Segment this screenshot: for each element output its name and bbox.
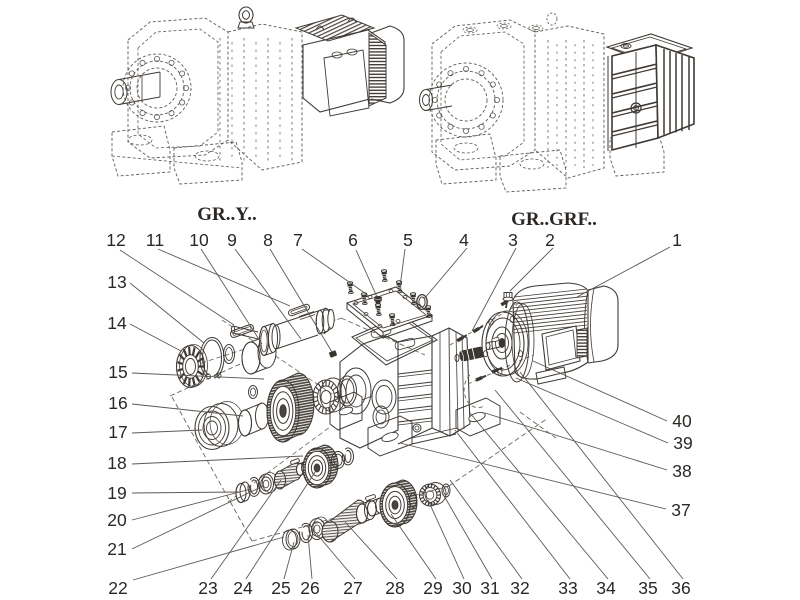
svg-text:34: 34 xyxy=(596,578,616,598)
svg-text:38: 38 xyxy=(672,461,691,481)
svg-text:13: 13 xyxy=(107,272,126,292)
svg-text:24: 24 xyxy=(233,578,253,598)
svg-text:30: 30 xyxy=(452,578,472,598)
svg-text:37: 37 xyxy=(671,500,690,520)
svg-text:GR..GRF..: GR..GRF.. xyxy=(511,209,597,230)
svg-text:33: 33 xyxy=(558,578,577,598)
svg-text:8: 8 xyxy=(263,230,273,250)
svg-text:40: 40 xyxy=(672,411,692,431)
svg-text:26: 26 xyxy=(300,578,319,598)
svg-text:7: 7 xyxy=(293,230,303,250)
svg-text:23: 23 xyxy=(198,578,217,598)
svg-text:5: 5 xyxy=(403,230,413,250)
svg-text:20: 20 xyxy=(107,510,127,530)
svg-text:35: 35 xyxy=(638,578,657,598)
svg-text:1: 1 xyxy=(672,230,682,250)
svg-text:GR..Y..: GR..Y.. xyxy=(197,204,256,225)
svg-text:32: 32 xyxy=(510,578,529,598)
svg-text:12: 12 xyxy=(106,230,125,250)
svg-text:25: 25 xyxy=(271,578,290,598)
svg-text:28: 28 xyxy=(385,578,404,598)
svg-text:18: 18 xyxy=(107,453,126,473)
svg-text:16: 16 xyxy=(108,393,127,413)
svg-text:39: 39 xyxy=(673,433,692,453)
svg-text:15: 15 xyxy=(108,362,127,382)
svg-text:3: 3 xyxy=(508,230,518,250)
svg-text:10: 10 xyxy=(189,230,209,250)
svg-text:19: 19 xyxy=(107,483,126,503)
svg-text:6: 6 xyxy=(348,230,358,250)
svg-text:31: 31 xyxy=(480,578,499,598)
svg-text:9: 9 xyxy=(227,230,237,250)
svg-text:21: 21 xyxy=(107,539,126,559)
svg-text:36: 36 xyxy=(671,578,690,598)
svg-text:27: 27 xyxy=(343,578,362,598)
svg-text:17: 17 xyxy=(108,422,127,442)
svg-text:2: 2 xyxy=(545,230,555,250)
svg-text:29: 29 xyxy=(423,578,442,598)
svg-text:11: 11 xyxy=(146,230,164,250)
svg-text:4: 4 xyxy=(459,230,469,250)
svg-text:14: 14 xyxy=(107,313,127,333)
svg-text:22: 22 xyxy=(108,578,127,598)
